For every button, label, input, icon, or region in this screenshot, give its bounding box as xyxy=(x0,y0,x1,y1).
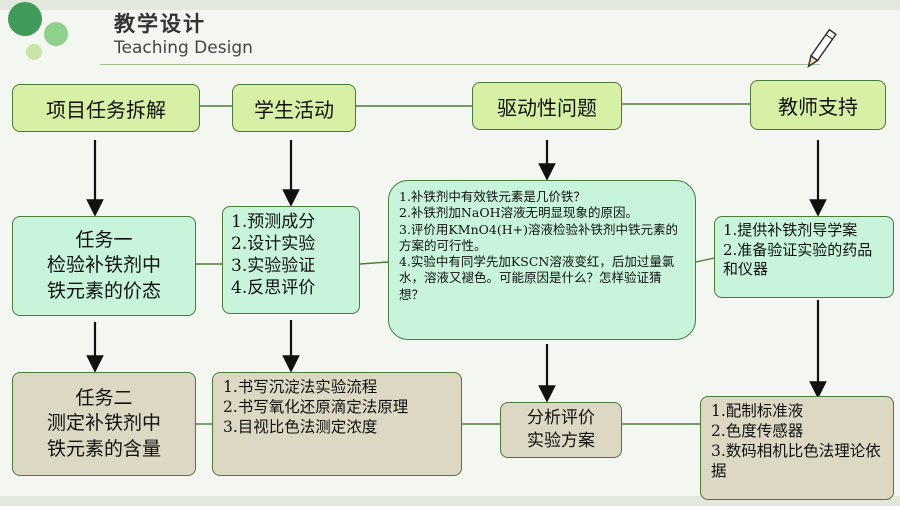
header-teacher-support: 教师支持 xyxy=(750,80,886,130)
question-item: 3.评价用KMnO4(H+)溶液检验补铁剂中铁元素的方案的可行性。 xyxy=(399,221,678,253)
student-activities-two: 1.书写沉淀法实验流程 2.书写氧化还原滴定法原理 3.目视比色法测定浓度 xyxy=(212,372,462,476)
decor-dot-small xyxy=(26,44,42,60)
bg-stripe-bottom xyxy=(0,496,900,506)
driving-questions-box: 1.补铁剂中有效铁元素是几价铁？ 2.补铁剂加NaOH溶液无明显现象的原因。 3… xyxy=(388,180,696,340)
support-item: 3.数码相机比色法理论依据 xyxy=(711,442,881,481)
question-item: 1.补铁剂中有效铁元素是几价铁？ xyxy=(399,189,586,204)
evaluation-line2: 实验方案 xyxy=(527,431,595,451)
task-two-line2: 测定补铁剂中 xyxy=(46,412,161,435)
decor-dot-medium xyxy=(44,22,68,46)
question-item: 2.补铁剂加NaOH溶液无明显现象的原因。 xyxy=(399,205,638,221)
teacher-support-one: 1.提供补铁剂导学案 2.准备验证实验的药品和仪器 xyxy=(714,216,894,298)
header-driving-questions-label: 驱动性问题 xyxy=(497,95,597,120)
activity-item: 1.书写沉淀法实验流程 xyxy=(223,378,378,396)
support-item: 2.色度传感器 xyxy=(711,422,804,441)
title-underline xyxy=(100,64,820,65)
header-driving-questions: 驱动性问题 xyxy=(472,82,622,130)
activity-item: 2.设计实验 xyxy=(231,234,316,255)
activity-item: 4.反思评价 xyxy=(231,278,316,299)
support-item: 2.准备验证实验的药品和仪器 xyxy=(723,240,873,279)
task-two-line3: 铁元素的含量 xyxy=(46,437,161,460)
task-one-box: 任务一 检验补铁剂中 铁元素的价态 xyxy=(12,216,196,316)
task-one-title: 任务一 xyxy=(75,228,133,251)
bg-stripe-top xyxy=(0,0,900,10)
pencil-icon xyxy=(807,28,837,69)
task-two-title: 任务二 xyxy=(75,386,133,409)
activity-item: 1.预测成分 xyxy=(231,212,316,232)
task-one-line3: 铁元素的价态 xyxy=(46,279,161,302)
student-activities-one: 1.预测成分 2.设计实验 3.实验验证 4.反思评价 xyxy=(222,206,360,314)
activity-item: 2.书写氧化还原滴定法原理 xyxy=(223,398,409,417)
question-item: 4.实验中有同学先加KSCN溶液变红，后加过量氯水，溶液又褪色。可能原因是什么？… xyxy=(399,254,675,302)
header-student-activity-label: 学生活动 xyxy=(254,97,334,122)
header-task-breakdown-label: 项目任务拆解 xyxy=(46,97,166,122)
header-student-activity: 学生活动 xyxy=(232,84,356,132)
evaluation-line1: 分析评价 xyxy=(527,408,595,429)
support-item: 1.提供补铁剂导学案 xyxy=(723,221,858,239)
activity-item: 3.目视比色法测定浓度 xyxy=(223,418,378,437)
decor-dot-large xyxy=(8,2,42,36)
page-subtitle: Teaching Design xyxy=(114,38,253,58)
evaluation-box: 分析评价 实验方案 xyxy=(500,402,622,458)
header-task-breakdown: 项目任务拆解 xyxy=(12,84,200,132)
teacher-support-two: 1.配制标准液 2.色度传感器 3.数码相机比色法理论依据 xyxy=(700,396,894,500)
support-item: 1.配制标准液 xyxy=(711,402,804,420)
task-two-box: 任务二 测定补铁剂中 铁元素的含量 xyxy=(12,372,196,476)
activity-item: 3.实验验证 xyxy=(231,256,316,277)
header-teacher-support-label: 教师支持 xyxy=(778,94,858,119)
page-title: 教学设计 xyxy=(114,12,206,36)
task-one-line2: 检验补铁剂中 xyxy=(46,254,161,277)
